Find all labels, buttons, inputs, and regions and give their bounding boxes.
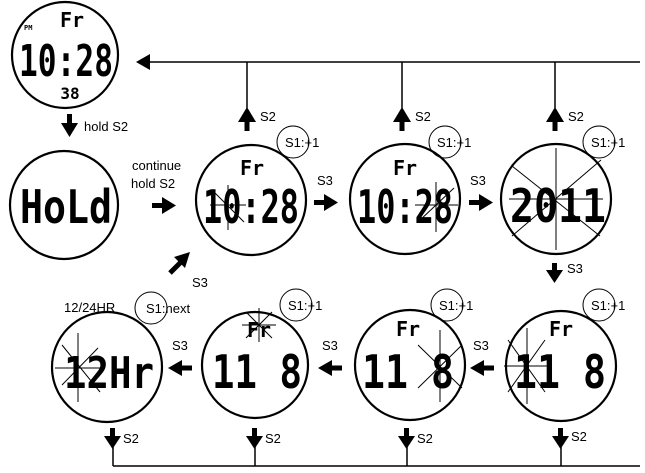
s2-label: S2: [260, 109, 276, 124]
watch-hour-edit-screen: Fr 10:28: [194, 143, 308, 257]
blink-spikes: [504, 328, 548, 404]
pm-indicator: PM: [24, 24, 32, 32]
svg-text:S1:+1: S1:+1: [591, 298, 625, 313]
blink-spikes: [55, 333, 105, 402]
s1-plus-one-badge: S1:+1: [582, 288, 625, 322]
s2-label: S2: [265, 431, 281, 446]
s3-label: S3: [470, 173, 486, 188]
seconds-display: 38: [60, 84, 79, 103]
time-display: 10:28: [357, 180, 453, 234]
svg-text:S1:+1: S1:+1: [591, 135, 625, 150]
svg-text:S1:next: S1:next: [146, 301, 190, 316]
s2-label: S2: [417, 431, 433, 446]
weekday-display: Fr: [60, 8, 84, 32]
watch-time-screen: PM Fr 10:28 38: [10, 0, 120, 110]
watch-year-edit-screen: 2011: [499, 142, 613, 256]
watch-hold-screen: HoLd: [8, 149, 120, 261]
blink-spikes: [509, 148, 603, 250]
arrow-down-icon: [552, 428, 569, 449]
weekday-display: Fr: [396, 317, 420, 341]
arrow-down-icon: [546, 263, 563, 283]
s3-label: S3: [473, 338, 489, 353]
s2-label: S2: [415, 109, 431, 124]
s3-label: S3: [567, 261, 583, 276]
watch-day-edit-screen: Fr 11 8: [353, 308, 467, 422]
time-display: 10:28: [19, 36, 113, 87]
return-line-bottom: [112, 447, 640, 467]
svg-text:S1:+1: S1:+1: [285, 135, 319, 150]
s3-label: S3: [322, 338, 338, 353]
arrow-right-icon: [314, 194, 338, 211]
s2-label: S2: [123, 431, 139, 446]
arrow-up-icon: [393, 107, 411, 131]
s3-label: S3: [317, 173, 333, 188]
weekday-display: Fr: [240, 156, 264, 180]
blink-spikes: [210, 185, 246, 230]
blink-spikes: [417, 330, 463, 402]
watch-minute-edit-screen: Fr 10:28: [348, 142, 462, 256]
date-display: 11 8: [514, 345, 606, 399]
arrow-up-icon: [546, 107, 564, 131]
s3-label: S3: [172, 338, 188, 353]
arrow-down-icon: [61, 114, 78, 137]
watch-weekday-edit-screen: Fr 11 8: [200, 308, 310, 420]
arrow-down-icon: [398, 428, 415, 449]
watch-format-edit-screen: 12Hr: [50, 310, 164, 424]
date-display: 11 8: [212, 345, 302, 399]
arrow-left-icon: [318, 360, 342, 376]
return-line-top: [150, 61, 640, 108]
continue-label: continue: [132, 158, 181, 173]
s1-next-badge: S1:next: [134, 291, 190, 325]
arrow-right-icon: [152, 197, 176, 214]
arrow-right-icon: [469, 194, 493, 211]
format-12-24-label: 12/24HR: [64, 300, 115, 315]
format-display: 12Hr: [64, 348, 154, 399]
svg-text:S1:+1: S1:+1: [437, 135, 471, 150]
weekday-display: Fr: [549, 317, 573, 341]
arrow-left-icon: [136, 54, 150, 70]
arrow-down-icon: [104, 428, 121, 449]
s1-plus-one-badge: S1:+1: [582, 125, 625, 159]
watch-month-edit-screen: Fr 11 8: [504, 309, 618, 423]
s1-plus-one-badge: S1:+1: [276, 125, 319, 159]
s1-plus-one-badge: S1:+1: [430, 288, 473, 322]
s3-label: S3: [192, 275, 208, 290]
arrow-diagonal-icon: [168, 252, 190, 275]
hold-s2-label: hold S2: [84, 119, 128, 134]
blink-spikes: [415, 182, 458, 232]
time-display: 10:28: [203, 180, 299, 234]
date-display: 11 8: [362, 345, 454, 399]
weekday-display: Fr: [393, 156, 417, 180]
s2-label: S2: [571, 429, 587, 444]
blink-spikes: [242, 308, 276, 342]
svg-text:S1:+1: S1:+1: [288, 298, 322, 313]
s1-plus-one-badge: S1:+1: [428, 125, 471, 159]
arrow-left-icon: [168, 360, 192, 376]
svg-text:S1:+1: S1:+1: [439, 298, 473, 313]
arrow-down-icon: [246, 428, 263, 449]
s2-label: S2: [568, 109, 584, 124]
arrow-up-icon: [238, 107, 256, 131]
arrow-left-icon: [470, 360, 494, 376]
s1-plus-one-badge: S1:+1: [279, 288, 322, 322]
continue-hold-s2-label: hold S2: [131, 176, 175, 191]
hold-display: HoLd: [20, 180, 112, 234]
